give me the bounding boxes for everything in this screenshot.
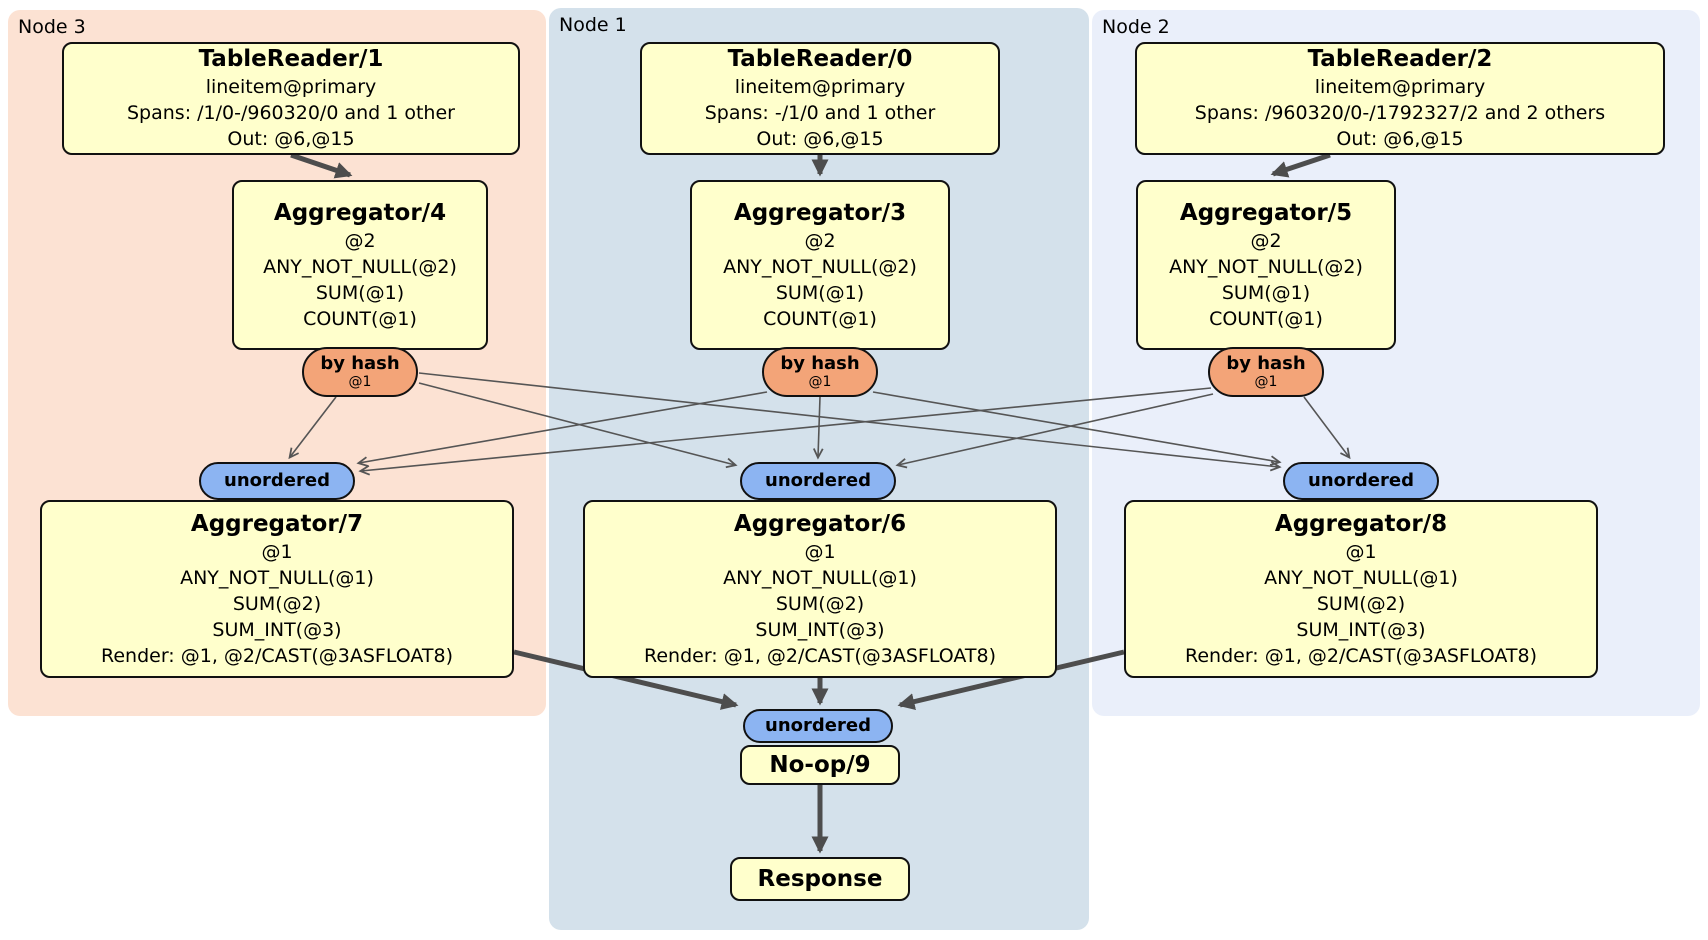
node-detail-line: @1 (261, 540, 293, 563)
node-detail-line: SUM(@1) (315, 281, 405, 304)
node-title: TableReader/2 (1307, 46, 1493, 72)
unordered-sync-7: unordered (199, 462, 355, 500)
node-detail-line: SUM(@2) (232, 592, 322, 615)
node-title: TableReader/1 (198, 46, 384, 72)
node-detail-line: SUM_INT(@3) (212, 618, 342, 641)
node-detail-line: ANY_NOT_NULL(@1) (723, 566, 917, 589)
node-detail-line: @2 (804, 229, 836, 252)
response-node: Response (730, 857, 910, 901)
node-detail-line: @2 (1250, 229, 1282, 252)
aggregator-6-node: Aggregator/6 @1 ANY_NOT_NULL(@1) SUM(@2)… (583, 500, 1057, 678)
node-title: Aggregator/7 (190, 510, 364, 537)
node2-label: Node 2 (1102, 16, 1170, 38)
router-edges (290, 372, 1349, 471)
node-detail-line: COUNT(@1) (1209, 307, 1323, 330)
unordered-sync-final: unordered (743, 709, 893, 743)
aggregator-7-node: Aggregator/7 @1 ANY_NOT_NULL(@1) SUM(@2)… (40, 500, 514, 678)
by-hash-router-5: by hash @1 (1208, 347, 1324, 397)
node-detail-line: SUM(@2) (1316, 592, 1406, 615)
node-detail-line: ANY_NOT_NULL(@2) (723, 255, 917, 278)
router-label: by hash (320, 353, 400, 374)
node-title: Aggregator/6 (733, 510, 907, 537)
router-key: @1 (808, 374, 832, 390)
aggregator-8-node: Aggregator/8 @1 ANY_NOT_NULL(@1) SUM(@2)… (1124, 500, 1598, 678)
node-detail-line: @1 (1345, 540, 1377, 563)
node-detail-line: Spans: /960320/0-/1792327/2 and 2 others (1194, 102, 1606, 124)
node-detail-line: Out: @6,@15 (227, 128, 355, 150)
node-detail-line: ANY_NOT_NULL(@1) (1264, 566, 1458, 589)
node-detail-line: @2 (344, 229, 376, 252)
node-detail-line: COUNT(@1) (763, 307, 877, 330)
tablereader-0-node: TableReader/0 lineitem@primary Spans: -/… (640, 42, 1000, 155)
node-detail-line: SUM(@1) (1221, 281, 1311, 304)
sync-label: unordered (224, 470, 330, 491)
unordered-sync-8: unordered (1283, 462, 1439, 500)
node-detail-line: SUM_INT(@3) (1296, 618, 1426, 641)
tablereader-2-node: TableReader/2 lineitem@primary Spans: /9… (1135, 42, 1665, 155)
sync-label: unordered (765, 470, 871, 491)
node-detail-line: Render: @1, @2/CAST(@3ASFLOAT8) (1185, 644, 1537, 667)
node-title: TableReader/0 (727, 46, 913, 72)
node-detail-line: lineitem@primary (734, 76, 906, 98)
node1-label: Node 1 (559, 14, 627, 36)
router-label: by hash (1226, 353, 1306, 374)
node-detail-line: COUNT(@1) (303, 307, 417, 330)
node3-label: Node 3 (18, 16, 86, 38)
node-detail-line: SUM(@2) (775, 592, 865, 615)
tablereader-1-node: TableReader/1 lineitem@primary Spans: /1… (62, 42, 520, 155)
aggregator-5-node: Aggregator/5 @2 ANY_NOT_NULL(@2) SUM(@1)… (1136, 180, 1396, 350)
node-title: Aggregator/8 (1274, 510, 1448, 537)
node-detail-line: @1 (804, 540, 836, 563)
by-hash-router-4: by hash @1 (302, 347, 418, 397)
aggregator-3-node: Aggregator/3 @2 ANY_NOT_NULL(@2) SUM(@1)… (690, 180, 950, 350)
node-detail-line: Spans: /1/0-/960320/0 and 1 other (127, 102, 455, 124)
node-detail-line: Render: @1, @2/CAST(@3ASFLOAT8) (101, 644, 453, 667)
node-detail-line: lineitem@primary (1314, 76, 1486, 98)
node-detail-line: SUM_INT(@3) (755, 618, 885, 641)
node-detail-line: ANY_NOT_NULL(@2) (1169, 255, 1363, 278)
router-label: by hash (780, 353, 860, 374)
sync-label: unordered (765, 715, 871, 736)
sync-label: unordered (1308, 470, 1414, 491)
node-title: Response (757, 865, 883, 892)
by-hash-router-3: by hash @1 (762, 347, 878, 397)
node-detail-line: SUM(@1) (775, 281, 865, 304)
node-title: No-op/9 (769, 751, 871, 778)
node-detail-line: Out: @6,@15 (1336, 128, 1464, 150)
router-key: @1 (348, 374, 372, 390)
unordered-sync-6: unordered (740, 462, 896, 500)
node-title: Aggregator/4 (273, 199, 447, 226)
noop-node: No-op/9 (740, 745, 900, 785)
thick-edges (290, 152, 1331, 854)
node-detail-line: Out: @6,@15 (756, 128, 884, 150)
node-detail-line: ANY_NOT_NULL(@2) (263, 255, 457, 278)
node-detail-line: ANY_NOT_NULL(@1) (180, 566, 374, 589)
node-detail-line: Render: @1, @2/CAST(@3ASFLOAT8) (644, 644, 996, 667)
node-detail-line: lineitem@primary (205, 76, 377, 98)
node-title: Aggregator/5 (1179, 199, 1353, 226)
router-key: @1 (1254, 374, 1278, 390)
aggregator-4-node: Aggregator/4 @2 ANY_NOT_NULL(@2) SUM(@1)… (232, 180, 488, 350)
node-detail-line: Spans: -/1/0 and 1 other (704, 102, 936, 124)
node-title: Aggregator/3 (733, 199, 907, 226)
